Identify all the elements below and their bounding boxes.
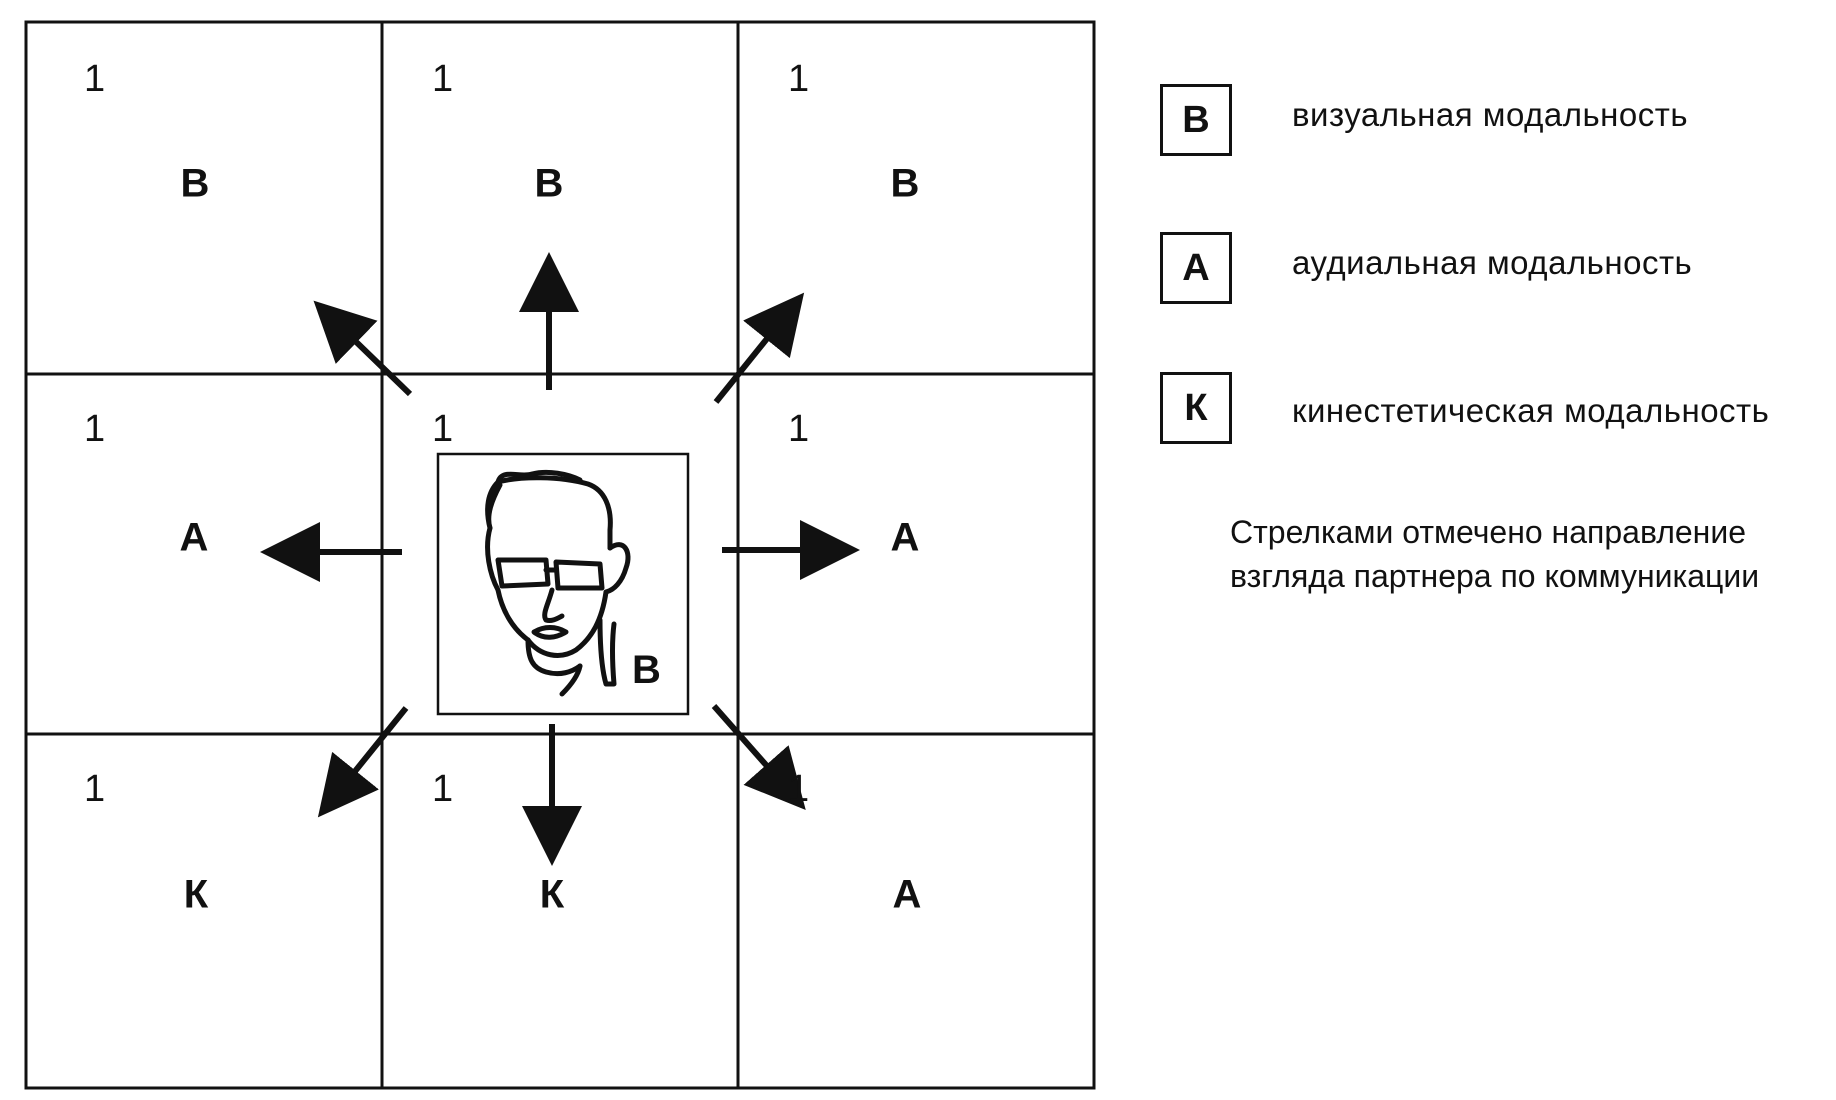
arrow-down-right [711, 704, 806, 810]
face-with-glasses-icon [485, 469, 631, 697]
grid-border [24, 20, 1096, 1090]
center-picture-frame [436, 452, 690, 716]
cell-letter-top-center: В [534, 161, 564, 206]
gaze-arrows [260, 252, 860, 866]
legend-symbol-kinesthetic: К [1160, 372, 1232, 444]
cell-number-bottom-right: 1 [788, 768, 810, 810]
cell-number-bottom-left: 1 [84, 768, 106, 810]
cell-letter-bottom-left: К [183, 872, 209, 917]
legend-label-auditory: аудиальная модальность [1292, 244, 1693, 281]
cell-letter-top-left: В [180, 161, 210, 206]
note-line-2: взгляда партнера по коммуникации [1230, 558, 1760, 594]
legend-label-kinesthetic: кинестетическая модальность [1292, 392, 1770, 429]
cell-number-middle-left: 1 [84, 408, 106, 450]
cell-letter-middle-center: В [632, 648, 661, 692]
cell-letter-bottom-right: А [892, 872, 922, 917]
cell-number-bottom-center: 1 [432, 768, 454, 810]
legend-label-visual: визуальная модальность [1292, 96, 1689, 133]
grid [24, 20, 1096, 1090]
cell-number-middle-center: 1 [432, 408, 454, 450]
cell-letter-top-right: В [890, 161, 920, 206]
cell-number-middle-right: 1 [788, 408, 810, 450]
legend-symbol-auditory: А [1160, 232, 1232, 304]
note-line-1: Стрелками отмечено направление [1230, 514, 1747, 550]
arrow-up-left [313, 300, 413, 397]
legend-symbol-visual: В [1160, 84, 1232, 156]
cell-letter-middle-left: А [179, 515, 209, 560]
cell-letter-middle-right: А [890, 515, 920, 560]
cell-number-top-right: 1 [788, 58, 810, 100]
arrow-down-left [317, 706, 409, 818]
arrow-up-right [713, 292, 805, 404]
cell-number-top-left: 1 [84, 58, 106, 100]
cell-number-top-center: 1 [432, 58, 454, 100]
cell-letter-bottom-center: К [539, 872, 565, 917]
